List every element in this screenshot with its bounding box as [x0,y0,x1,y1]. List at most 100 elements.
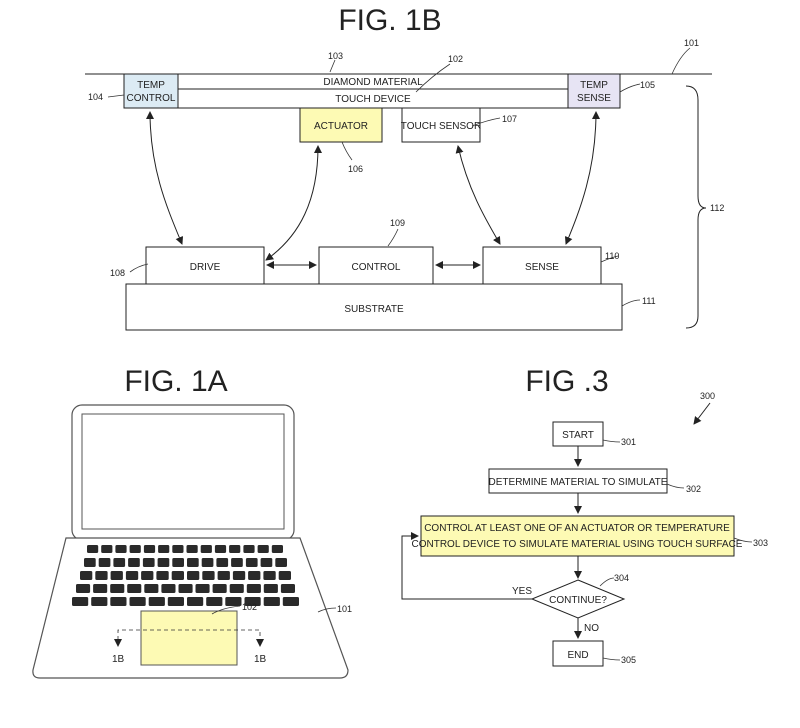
keyboard-key [178,584,193,593]
keyboard-key [232,571,246,580]
ref-105: 105 [640,80,655,90]
ref-301: 301 [621,437,636,447]
keyboard-key [141,571,154,580]
fig-1b: FIG. 1B 101 DIAMOND MATERIAL TOUCH DEVIC… [85,4,724,331]
determine-label: DETERMINE MATERIAL TO SIMULATE [489,477,668,488]
ref-101: 101 [684,38,699,48]
keyboard-key [156,571,169,580]
ref-touchpad: 102 [242,602,257,612]
keyboard-key [248,571,261,580]
ref-laptop: 101 [337,604,352,614]
sense-label: SENSE [525,262,559,273]
section-label-right: 1B [254,654,267,665]
keyboard-key [172,558,184,567]
temp-sense-block [567,73,621,109]
keyboard-key [229,584,244,593]
start-label: START [562,430,594,441]
keyboard-key [110,597,127,606]
keyboard-key [167,597,184,606]
substrate-label: SUBSTRATE [344,304,404,315]
keyboard-key [127,584,142,593]
control-label: CONTROL [352,262,401,273]
ref-303: 303 [753,538,768,548]
leader-107 [471,117,501,127]
ref-110: 110 [605,251,619,261]
keyboard-key [158,545,170,553]
keyboard-key [172,545,184,553]
keyboard-key [95,571,108,580]
control-block [318,246,434,285]
keyboard-key [271,545,283,553]
section-label-left: 1B [112,654,125,665]
diamond-material-label: DIAMOND MATERIAL [323,77,423,88]
keyboard-key [186,545,198,553]
keyboard-key [214,545,227,553]
keyboard-key [91,597,108,606]
keyboard-key [263,571,276,580]
keyboard-key [101,545,113,553]
keyboard-key [278,571,291,580]
temp-sense-label-1: TEMP [580,80,608,91]
temp-sense-sense-arrow [564,111,600,245]
no-label: NO [584,623,599,634]
leader-301 [602,439,621,443]
keyboard-key [217,571,230,580]
keyboard-key [143,545,156,553]
leader-105 [619,83,641,93]
leader-111 [621,299,641,307]
keyboard-key [157,558,170,567]
ref-300: 300 [700,391,715,401]
ref-112: 112 [710,203,724,213]
ref-111: 111 [642,296,656,306]
keyboard-key [206,597,223,606]
leader-104 [107,94,125,98]
keyboard-key [115,545,127,553]
keyboard-key [263,597,280,606]
ref-103: 103 [328,51,343,61]
ref-107: 107 [502,114,517,124]
continue-label: CONTINUE? [549,595,607,606]
leader-102 [415,63,451,93]
substrate-block [125,283,623,331]
ref-109: 109 [390,218,405,228]
touch-sensor-block [401,107,481,143]
laptop-screen [81,413,285,530]
sense-block [482,246,602,285]
temp-control-drive-arrow [146,111,184,245]
keyboard-key [187,597,204,606]
determine-box [488,468,668,494]
leader-108 [129,263,149,273]
keyboard-key [80,571,93,580]
fig-1b-title: FIG. 1B [338,4,441,37]
ref-106: 106 [348,164,363,174]
temp-control-label-1: TEMP [137,80,165,91]
fig-1a: FIG. 1A 102 1B 1B 101 [32,365,352,679]
actuator-drive-arrow [265,145,322,261]
keyboard-key [84,558,96,567]
keyboard-key [129,545,141,553]
leader-303 [733,537,753,543]
touch-sensor-label: TOUCH SENSOR [401,121,481,132]
actuator-block [299,107,383,143]
keyboard-key [187,571,200,580]
yes-label: YES [512,586,532,597]
keyboard-key [257,545,269,553]
keyboard-key [202,571,215,580]
keyboard-key [93,584,108,593]
keyboard-key [144,584,159,593]
drive-block [145,246,265,285]
ref-302: 302 [686,484,701,494]
keyboard-key [187,558,199,567]
keyboard-key [72,597,89,606]
leader-106 [341,141,353,161]
control-step-line-1: CONTROL AT LEAST ONE OF AN ACTUATOR OR T… [424,523,730,534]
keyboard-key [148,597,165,606]
keyboard-key [225,597,242,606]
drive-label: DRIVE [190,262,221,273]
keyboard-key [200,545,212,553]
keyboard-key [110,571,123,580]
keyboard-key [171,571,184,580]
end-label: END [567,650,588,661]
keyboard-key [260,558,273,567]
